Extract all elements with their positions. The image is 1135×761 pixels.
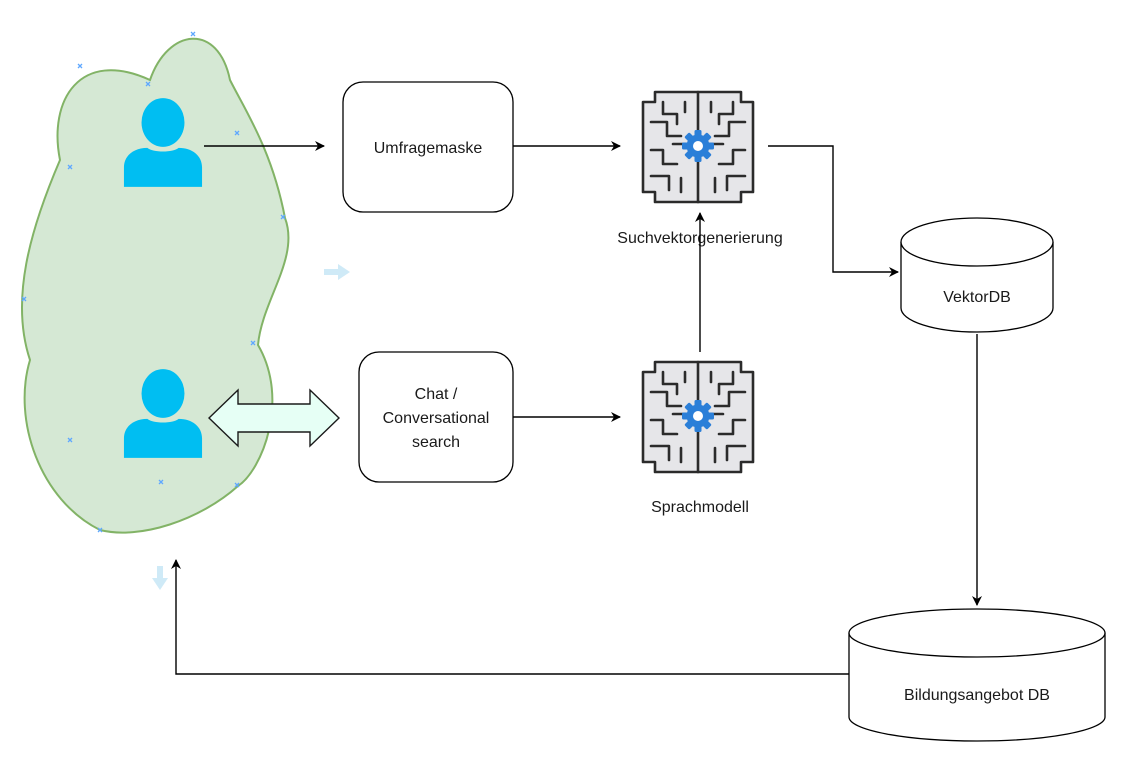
node-vektordb-label: VektorDB: [943, 289, 1011, 306]
node-vektordb[interactable]: VektorDB: [900, 217, 1054, 333]
connection-hint-arrow-right: [324, 264, 350, 280]
node-umfragemaske-label: Umfragemaske: [374, 140, 483, 157]
node-bildungsangebot-db[interactable]: Bildungsangebot DB: [848, 608, 1106, 742]
ai-brain-gear-icon[interactable]: [641, 360, 755, 474]
cloud-anchor-markers: [21, 31, 286, 533]
node-chat-label-line-3: search: [412, 434, 460, 451]
node-bildungsangebot-label: Bildungsangebot DB: [904, 687, 1050, 704]
node-chat-label-line-1: Chat /: [415, 386, 458, 403]
edge-bildungsangebot-to-users: [171, 559, 849, 675]
node-chat[interactable]: Chat / Conversational search: [358, 351, 514, 483]
node-chat-label-line-2: Conversational: [383, 410, 490, 427]
double-arrow-user-chat: [207, 388, 341, 448]
ai-brain-gear-icon[interactable]: [641, 90, 755, 204]
node-umfragemaske[interactable]: Umfragemaske: [342, 81, 514, 213]
node-sprachmodell-label: Sprachmodell: [651, 499, 749, 516]
connection-hint-arrow-down: [152, 566, 168, 590]
edge-suchvektor-to-vektordb: [768, 145, 899, 277]
